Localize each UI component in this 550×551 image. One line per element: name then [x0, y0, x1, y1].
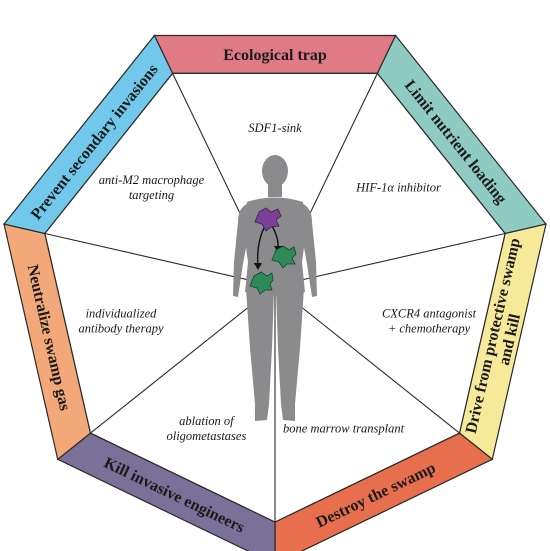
figure-left-arm: [233, 203, 250, 297]
figure-right-leg: [276, 288, 304, 421]
arrow-head-pelvis: [254, 263, 262, 270]
outer-bands: [2, 34, 548, 551]
figure-head: [262, 155, 288, 187]
strategy-label-0: SDF1-sink: [248, 121, 302, 135]
figure-right-arm: [300, 203, 317, 297]
metastasis-cell-upper: [271, 245, 297, 269]
human-figure: [233, 155, 317, 421]
strategy-label-3: bone marrow transplant: [283, 421, 405, 435]
strategy-label-1: HIF-1α inhibitor: [355, 181, 441, 195]
spoke-5: [90, 285, 276, 434]
spoke-3: [274, 285, 460, 434]
metastasis-cell-lower: [249, 271, 274, 295]
primary-tumor-cell: [254, 207, 282, 232]
band-label-0: Ecological trap: [223, 47, 327, 64]
strategy-label-2: CXCR4 antagonist+ chemotherapy: [382, 307, 477, 336]
figure-left-leg: [246, 288, 274, 421]
figure-neck: [268, 183, 282, 197]
